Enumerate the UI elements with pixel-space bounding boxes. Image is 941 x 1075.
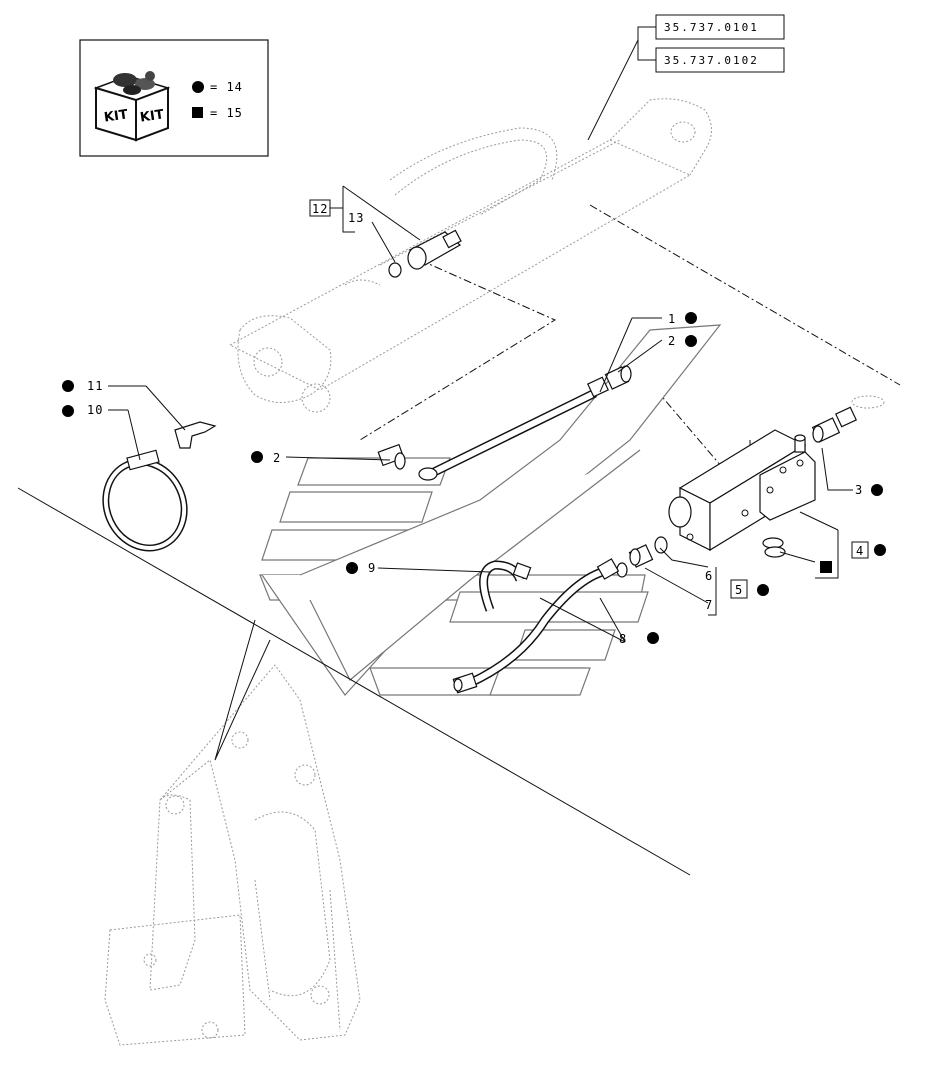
callout-5: 5 (735, 583, 743, 597)
reference-2: 35.737.0102 (664, 54, 759, 67)
callout-numbers: 1 2 2 3 4 5 6 7 8 9 10 11 12 13 (87, 202, 864, 646)
part-9-hose-loop (479, 560, 532, 612)
kit-markers (62, 312, 886, 644)
marker-4-square (820, 561, 832, 573)
square-legend-marker (192, 107, 203, 118)
reference-boxes: 35.737.0101 35.737.0102 (587, 14, 785, 141)
part-10-band-clamp (102, 449, 188, 552)
callout-8: 8 (619, 632, 627, 646)
hydraulic-cylinder-outline (228, 98, 712, 413)
callout-2-left: 2 (273, 451, 281, 465)
callout-12: 12 (312, 202, 328, 216)
marker-2-left (251, 451, 263, 463)
part-1-hose (377, 365, 632, 481)
section-divider-line (17, 487, 691, 876)
part-3-fitting (811, 395, 885, 443)
marker-3 (871, 484, 883, 496)
brand-logo-outline (259, 324, 722, 696)
callout-13: 13 (348, 211, 364, 225)
marker-4 (874, 544, 886, 556)
part-4-valve-block (668, 429, 816, 558)
marker-11 (62, 380, 74, 392)
callout-4: 4 (856, 544, 864, 558)
frame-pointer-line (214, 619, 271, 761)
callout-3: 3 (855, 483, 863, 497)
marker-1 (685, 312, 697, 324)
marker-8 (647, 632, 659, 644)
callout-2-top: 2 (668, 334, 676, 348)
callout-11: 11 (87, 379, 103, 393)
part-11-clip (174, 421, 217, 449)
kit-box-label-left: KIT (103, 107, 129, 125)
kit-box-label-right: KIT (139, 107, 165, 125)
part-8-hose (452, 558, 620, 694)
part-12-13-fitting (371, 221, 462, 278)
marker-2-top (685, 335, 697, 347)
loader-frame-outline (104, 664, 361, 1046)
circle-legend-value: = 14 (210, 80, 243, 94)
callout-box-5 (730, 579, 748, 599)
callout-10: 10 (87, 403, 103, 417)
marker-10 (62, 405, 74, 417)
part-6-7-seals (616, 536, 668, 578)
callout-9: 9 (368, 561, 376, 575)
callout-6: 6 (705, 569, 713, 583)
callout-box-4 (851, 541, 869, 559)
circle-legend-marker (192, 81, 204, 93)
square-legend-value: = 15 (210, 106, 243, 120)
leader-lines (108, 185, 853, 643)
callout-1: 1 (668, 312, 676, 326)
marker-5 (757, 584, 769, 596)
kit-legend: KIT KIT = 14 = 15 (79, 39, 269, 157)
kit-box-icon: KIT KIT (93, 71, 171, 142)
callout-7: 7 (705, 598, 713, 612)
marker-9 (346, 562, 358, 574)
reference-1: 35.737.0101 (664, 21, 759, 34)
callout-box-12 (309, 199, 331, 217)
